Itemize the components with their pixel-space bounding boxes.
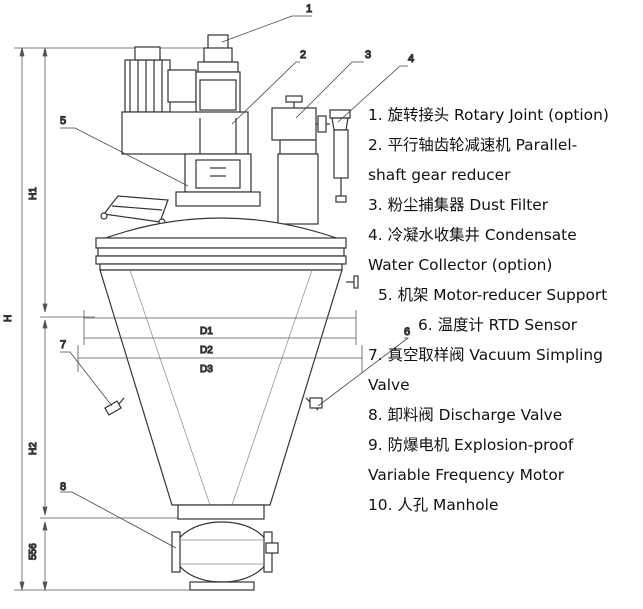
manhole <box>100 195 169 226</box>
legend-item-8: 8. 卸料阀 Discharge Valve <box>368 406 563 424</box>
legend-item-10: 10. 人孔 Manhole <box>368 496 499 514</box>
vessel-dome <box>95 217 347 271</box>
legend-item-7-cont: Valve <box>368 376 410 394</box>
callout-4: 4 <box>408 53 414 65</box>
dim-label-d2: D2 <box>200 345 213 356</box>
legend-item-2-cont: shaft gear reducer <box>368 166 511 184</box>
dim-label-h1: H1 <box>28 187 39 200</box>
callout-3: 3 <box>365 49 371 61</box>
vessel-cone <box>99 269 359 520</box>
dim-label-d1: D1 <box>200 326 213 337</box>
motor-reducer-support <box>175 153 261 207</box>
dust-filter <box>271 95 330 225</box>
legend-item-5: 5. 机架 Motor-reducer Support <box>378 286 608 304</box>
dim-label-h3: 556 <box>28 543 39 560</box>
callout-leaders <box>60 15 410 549</box>
callout-2: 2 <box>300 49 306 61</box>
condensate-collector <box>329 109 351 203</box>
legend-item-9-cont: Variable Frequency Motor <box>368 466 565 484</box>
callout-1: 1 <box>306 3 312 15</box>
discharge-valve <box>171 521 279 591</box>
explosion-proof-motor <box>124 46 197 113</box>
rtd-sensor <box>305 397 323 411</box>
legend-item-3: 3. 粉尘捕集器 Dust Filter <box>368 196 549 214</box>
rotary-joint <box>197 34 239 73</box>
callout-8: 8 <box>60 481 66 493</box>
legend-item-4: 4. 冷凝水收集井 Condensate <box>368 226 577 244</box>
legend-item-9: 9. 防爆电机 Explosion-proof <box>368 436 574 454</box>
diameter-lines <box>77 310 363 372</box>
callout-7: 7 <box>60 339 66 351</box>
legend-item-1: 1. 旋转接头 Rotary Joint (option) <box>368 106 609 124</box>
vacuum-sampling-valve <box>104 397 125 416</box>
dim-label-d3: D3 <box>200 364 213 375</box>
callout-6: 6 <box>404 326 410 338</box>
legend-item-6: 6. 温度计 RTD Sensor <box>418 316 578 334</box>
callout-5: 5 <box>60 115 66 127</box>
dim-label-h2: H2 <box>28 442 39 455</box>
legend-item-4-cont: Water Collector (option) <box>368 256 553 274</box>
gear-reducer <box>121 71 249 155</box>
legend-item-2: 2. 平行轴齿轮减速机 Parallel- <box>368 136 578 154</box>
dimension-lines <box>14 47 210 591</box>
legend-item-7: 7. 真空取样阀 Vacuum Simpling <box>368 346 603 364</box>
dim-label-h: H <box>3 315 14 322</box>
